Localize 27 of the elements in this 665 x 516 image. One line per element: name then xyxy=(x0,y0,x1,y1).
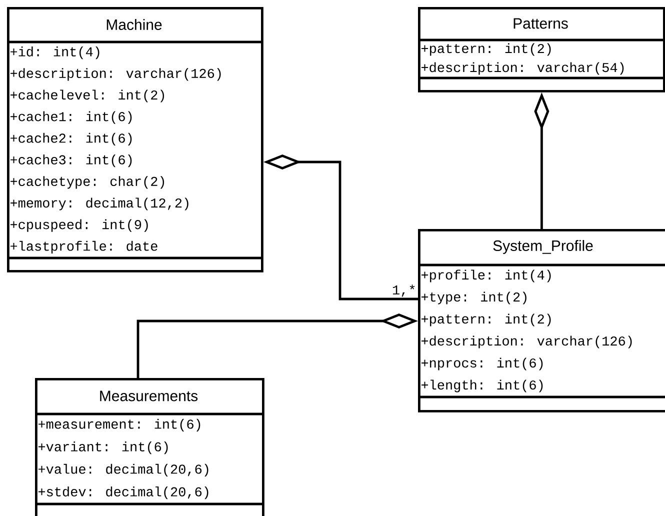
attribute-text: +lastprofile: date xyxy=(10,240,158,254)
class-name: Machine xyxy=(106,19,162,30)
attribute-text: +nprocs: int(6) xyxy=(421,358,543,370)
attribute-text: +stdev: decimal(20,6) xyxy=(38,486,208,500)
attribute-text: +description: varchar(54) xyxy=(421,62,624,75)
attribute-text: +cachelevel: int(2) xyxy=(10,90,164,102)
attribute-text: +id: int(4) xyxy=(10,46,100,60)
attribute-text: +cachetype: char(2) xyxy=(10,176,164,189)
attribute-text: +pattern: int(2) xyxy=(421,314,551,326)
attribute-text: +description: varchar(126) xyxy=(421,336,632,348)
attribute-text: +cpuspeed: int(9) xyxy=(10,219,148,232)
class-name: System_Profile xyxy=(493,240,593,254)
attribute-text: +cache1: int(6) xyxy=(10,111,132,124)
attribute-text: +length: int(6) xyxy=(421,380,543,392)
attribute-text: +memory: decimal(12,2) xyxy=(10,198,188,210)
class-name: Patterns xyxy=(514,18,568,29)
attribute-text: +pattern: int(2) xyxy=(421,43,551,56)
attribute-text: +type: int(2) xyxy=(421,292,526,304)
attribute-text: +cache3: int(6) xyxy=(10,154,132,168)
class-name: Measurements xyxy=(100,390,198,402)
attribute-text: +cache2: int(6) xyxy=(10,132,132,146)
attribute-text: +variant: int(6) xyxy=(38,442,168,454)
attribute-text: +profile: int(4) xyxy=(421,270,551,282)
edge-label: 1,* xyxy=(392,284,415,297)
attribute-text: +measurement: int(6) xyxy=(38,418,200,432)
attribute-text: +description: varchar(126) xyxy=(10,68,221,81)
attribute-text: +value: decimal(20,6) xyxy=(38,464,208,476)
